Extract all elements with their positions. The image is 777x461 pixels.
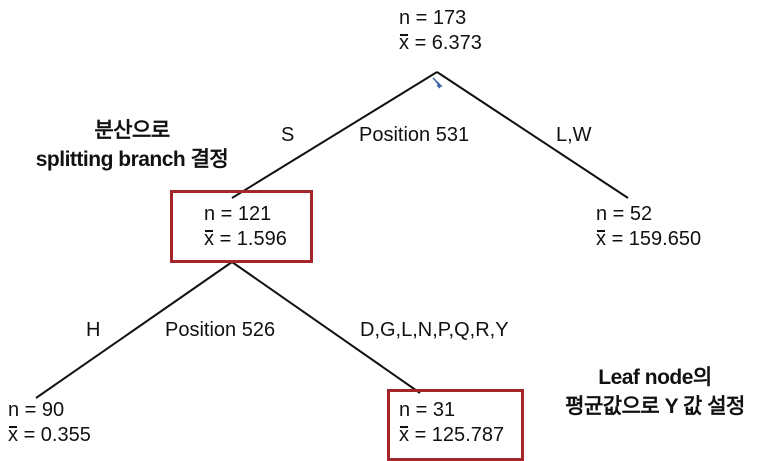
split-annotation-line2: splitting branch 결정 xyxy=(35,148,229,171)
root-left-branch-label: S xyxy=(281,124,295,146)
leaf-left-mean-value: = 0.355 xyxy=(23,424,91,446)
left-split-variable: Position 526 xyxy=(165,319,276,341)
root-xbar: x xyxy=(399,32,409,54)
split-annotation-line1: 분산으로 xyxy=(94,119,170,142)
leaf-right-mean-value: = 125.787 xyxy=(414,424,505,446)
leaf-annotation-line1: Leaf node의 xyxy=(598,366,712,389)
split-annotation: 분산으로 splitting branch 결정 xyxy=(12,116,252,174)
root-mean-value: = 6.373 xyxy=(414,32,482,54)
edge-left-leafright xyxy=(231,261,421,394)
leaf-left-node: n = 90 x = 0.355 xyxy=(8,398,91,448)
root-split-variable: Position 531 xyxy=(359,124,470,146)
root-mean: x = 6.373 xyxy=(399,31,482,56)
leaf-right-xbar: x xyxy=(399,424,409,446)
left-child-n: n = 121 xyxy=(204,203,272,225)
leaf-right-highlight xyxy=(387,389,524,461)
left-child-xbar: x xyxy=(204,228,214,250)
left-child-highlight xyxy=(170,190,313,263)
cursor-icon xyxy=(432,77,443,89)
root-node: n = 173 x = 6.373 xyxy=(399,6,482,56)
root-right-branch-label: L,W xyxy=(556,124,592,146)
root-n: n = 173 xyxy=(399,7,467,29)
right-child-xbar: x xyxy=(596,228,606,250)
leaf-right-mean: x = 125.787 xyxy=(399,423,504,448)
leaf-left-mean: x = 0.355 xyxy=(8,423,91,448)
leaf-right-node: n = 31 x = 125.787 xyxy=(399,398,504,448)
left-child-node: n = 121 x = 1.596 xyxy=(204,202,287,252)
left-child-mean: x = 1.596 xyxy=(204,227,287,252)
right-child-node: n = 52 x = 159.650 xyxy=(596,202,701,252)
right-child-mean: x = 159.650 xyxy=(596,227,701,252)
left-child-mean-value: = 1.596 xyxy=(219,228,287,250)
right-child-n: n = 52 xyxy=(596,203,653,225)
edge-root-right xyxy=(436,71,629,199)
leaf-left-xbar: x xyxy=(8,424,18,446)
edge-root-left xyxy=(231,71,438,199)
leaf-left-n: n = 90 xyxy=(8,399,65,421)
right-child-mean-value: = 159.650 xyxy=(611,228,702,250)
leaf-annotation: Leaf node의 평균값으로 Y 값 설정 xyxy=(535,363,775,421)
edge-left-leafleft xyxy=(35,261,233,399)
left-split-left-branch-label: H xyxy=(86,319,101,341)
leaf-right-n: n = 31 xyxy=(399,399,456,421)
leaf-annotation-line2: 평균값으로 Y 값 설정 xyxy=(565,395,745,418)
left-split-right-branch-label: D,G,L,N,P,Q,R,Y xyxy=(360,319,509,341)
